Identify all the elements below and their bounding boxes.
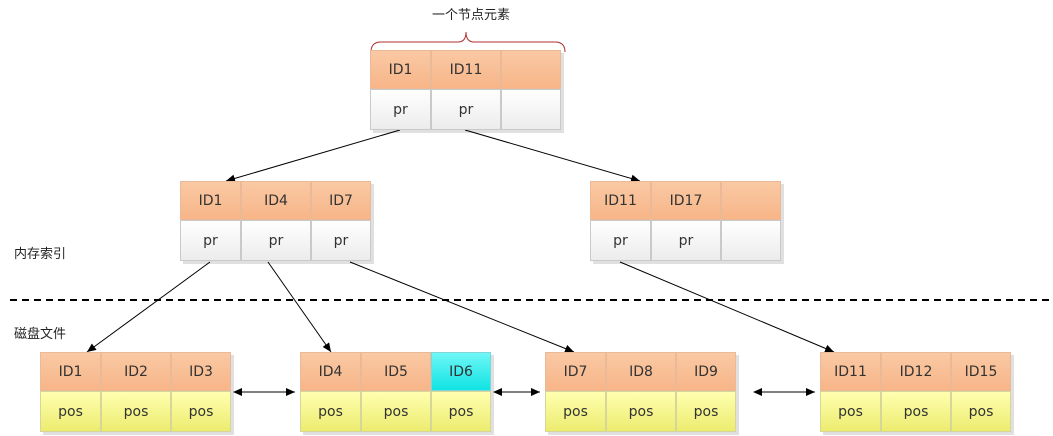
- leaf-node-2-key-3: ID6: [431, 352, 491, 391]
- leaf-node-1-key-2: ID2: [101, 352, 171, 391]
- leaf-node-4-key-2: ID12: [881, 352, 951, 391]
- disk-file-label: 磁盘文件: [14, 327, 67, 342]
- root-node-pointer-2: pr: [431, 89, 501, 130]
- root-node-pointer-1: pr: [370, 89, 431, 130]
- leaf-node-4-key-1: ID11: [820, 352, 881, 391]
- leaf-node-2-pos-3: pos: [431, 391, 491, 432]
- internal-node-1-pointer-1: pr: [180, 220, 241, 261]
- leaf-node-1-pos-3: pos: [171, 391, 231, 432]
- internal-node-2-pointer-3: [721, 220, 781, 261]
- leaf-node-2-key-1: ID4: [300, 352, 361, 391]
- leaf-node-3-key-2: ID8: [606, 352, 676, 391]
- edge-internal-1-to-leaf-2: [267, 261, 332, 353]
- root-node-pointer-3: [501, 89, 561, 130]
- leaf-node-3-key-3: ID9: [676, 352, 736, 391]
- leaf-node-4-pos-2: pos: [881, 391, 951, 432]
- leaf-node-2-pos-1: pos: [300, 391, 361, 432]
- root-node-key-1: ID1: [370, 50, 431, 89]
- leaf-node-3-pos-2: pos: [606, 391, 676, 432]
- leaf-node-4-pos-1: pos: [820, 391, 881, 432]
- leaf-node-3-pos-3: pos: [676, 391, 736, 432]
- node-element-brace: [370, 31, 566, 53]
- leaf-node-2-key-2: ID5: [361, 352, 431, 391]
- edge-internal-1-to-leaf-1: [86, 261, 211, 353]
- internal-node-1-key-3: ID7: [311, 181, 371, 220]
- internal-node-2-key-1: ID11: [590, 181, 651, 220]
- internal-node-1-pointer-3: pr: [311, 220, 371, 261]
- internal-node-1-key-2: ID4: [241, 181, 311, 220]
- memory-index-label: 内存索引: [14, 247, 67, 262]
- leaf-node-4-pos-3: pos: [951, 391, 1011, 432]
- edge-internal-1-to-leaf-3: [349, 261, 575, 353]
- root-node-key-2: ID11: [431, 50, 501, 89]
- internal-node-2-pointer-1: pr: [590, 220, 651, 261]
- internal-node-2-key-2: ID17: [651, 181, 721, 220]
- leaf-node-3-pos-1: pos: [545, 391, 606, 432]
- leaf-node-4-key-3: ID15: [951, 352, 1011, 391]
- internal-node-1-pointer-2: pr: [241, 220, 311, 261]
- leaf-node-1-pos-1: pos: [40, 391, 101, 432]
- root-node-key-3: [501, 50, 561, 89]
- edge-internal-2-to-leaf-4: [619, 261, 835, 353]
- internal-node-2-key-3: [721, 181, 781, 220]
- leaf-node-1-pos-2: pos: [101, 391, 171, 432]
- node-element-label: 一个节点元素: [432, 8, 511, 23]
- edge-root-to-internal-2: [464, 129, 641, 183]
- leaf-node-1-key-3: ID3: [171, 352, 231, 391]
- internal-node-2-pointer-2: pr: [651, 220, 721, 261]
- edge-root-to-internal-1: [225, 129, 401, 183]
- leaf-node-1-key-1: ID1: [40, 352, 101, 391]
- leaf-node-3-key-1: ID7: [545, 352, 606, 391]
- internal-node-1-key-1: ID1: [180, 181, 241, 220]
- leaf-node-2-pos-2: pos: [361, 391, 431, 432]
